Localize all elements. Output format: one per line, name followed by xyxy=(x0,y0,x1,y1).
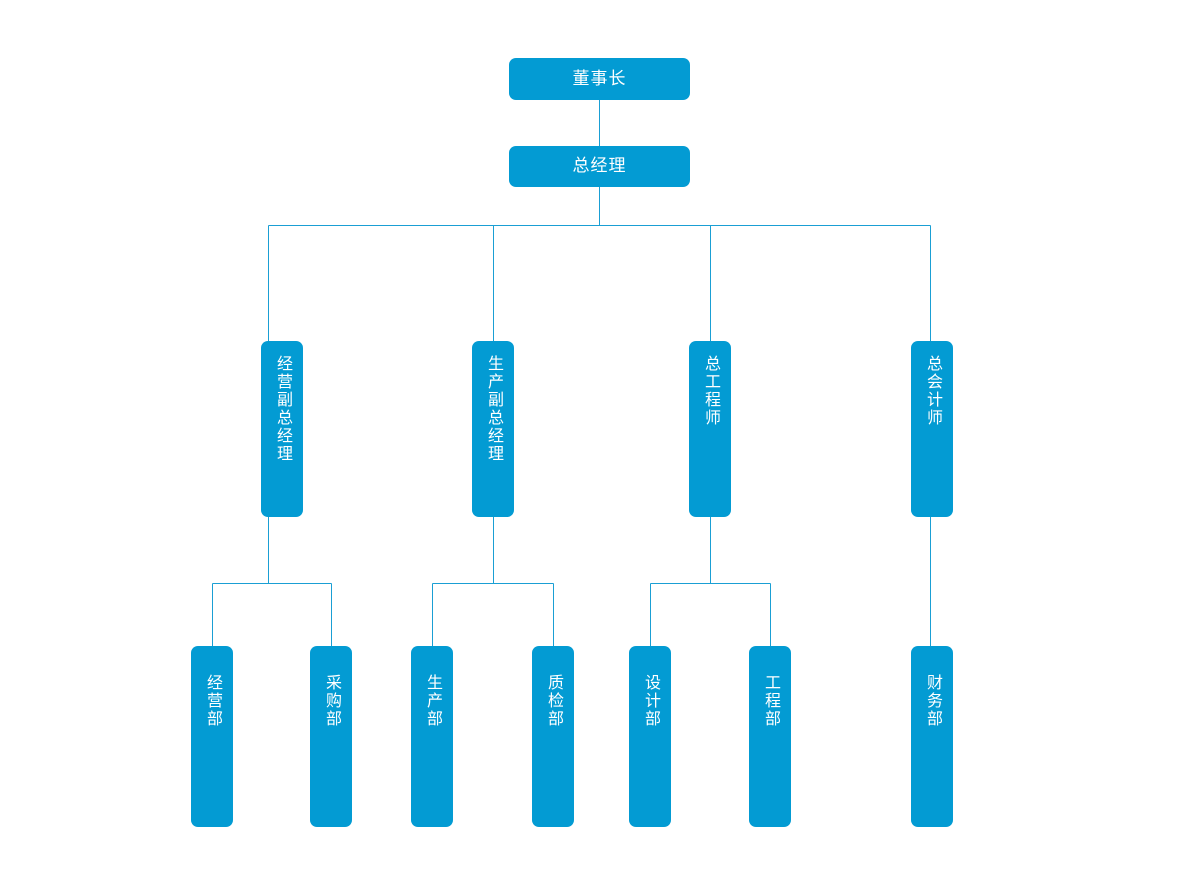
node-dept-design[interactable]: 设计部 xyxy=(629,646,671,827)
node-dept-quality[interactable]: 质检部 xyxy=(532,646,574,827)
node-dept-quality-label: 质检部 xyxy=(545,674,562,728)
node-chief-engineer-label: 总工程师 xyxy=(702,355,719,427)
node-dept-business[interactable]: 经营部 xyxy=(191,646,233,827)
node-vp-business[interactable]: 经营副总经理 xyxy=(261,341,303,517)
node-general-manager-label: 总经理 xyxy=(572,156,627,176)
node-chairman-label: 董事长 xyxy=(572,68,627,88)
node-chairman[interactable]: 董事长 xyxy=(509,58,690,100)
node-dept-finance[interactable]: 财务部 xyxy=(911,646,953,827)
node-dept-production-label: 生产部 xyxy=(424,674,441,728)
node-dept-engineering[interactable]: 工程部 xyxy=(749,646,791,827)
node-dept-procurement-label: 采购部 xyxy=(323,674,340,728)
node-chief-accountant-label: 总会计师 xyxy=(924,355,941,427)
node-vp-production[interactable]: 生产副总经理 xyxy=(472,341,514,517)
node-chief-engineer[interactable]: 总工程师 xyxy=(689,341,731,517)
node-dept-procurement[interactable]: 采购部 xyxy=(310,646,352,827)
node-dept-finance-label: 财务部 xyxy=(924,674,941,728)
node-vp-business-label: 经营副总经理 xyxy=(274,355,291,463)
node-dept-production[interactable]: 生产部 xyxy=(411,646,453,827)
node-general-manager[interactable]: 总经理 xyxy=(509,146,690,187)
node-dept-design-label: 设计部 xyxy=(642,674,659,728)
node-dept-business-label: 经营部 xyxy=(204,674,221,728)
node-dept-engineering-label: 工程部 xyxy=(762,674,779,728)
node-vp-production-label: 生产副总经理 xyxy=(485,355,502,463)
node-chief-accountant[interactable]: 总会计师 xyxy=(911,341,953,517)
